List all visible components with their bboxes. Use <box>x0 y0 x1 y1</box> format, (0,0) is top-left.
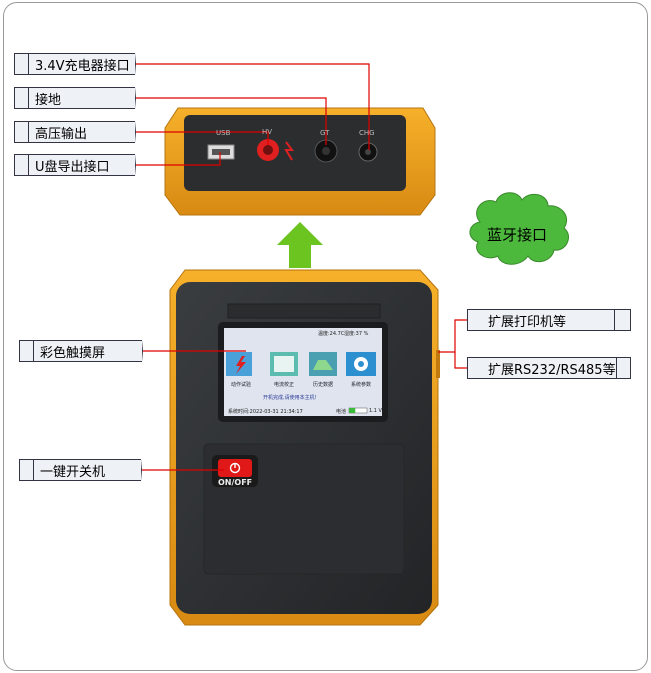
callout-label: 彩色触摸屏 <box>40 345 106 361</box>
callout-label: 高压输出 <box>35 126 88 142</box>
callout-touchscreen: 彩色触摸屏 <box>19 340 143 362</box>
screen-battery-label: 电池 <box>336 409 347 415</box>
port-label-hv: HV <box>262 128 273 136</box>
callout-power-switch: 一键开关机 <box>19 459 142 481</box>
screen-icon-label[interactable]: 电流校正 <box>273 382 294 388</box>
callout-label: U盘导出接口 <box>35 159 110 175</box>
screen-system-time: 系统时间:2022-03-31 21:34:17 <box>228 409 303 415</box>
bluetooth-cloud <box>469 192 569 265</box>
callout-label: 3.4V充电器接口 <box>35 58 130 74</box>
callout-usb-export: U盘导出接口 <box>14 154 136 176</box>
screen-battery-voltage: 1.1 V <box>369 408 382 414</box>
screen-icon-label[interactable]: 系统参数 <box>350 382 371 388</box>
up-arrow-icon <box>277 222 323 268</box>
callout-label: 一键开关机 <box>40 464 106 480</box>
callout-rs-ext: 扩展RS232/RS485等 <box>467 357 631 379</box>
port-label-chg: CHG <box>359 129 375 137</box>
callout-lines <box>136 63 467 471</box>
callout-hv-output: 高压输出 <box>14 121 136 143</box>
callout-label: 扩展打印机等 <box>488 314 567 330</box>
port-label-gnd: GT <box>320 129 330 137</box>
screen-temperature: 温度:24.7C <box>318 331 345 337</box>
callout-label: 接地 <box>35 92 62 108</box>
top-end-panel <box>164 107 436 216</box>
callout-label: 扩展RS232/RS485等 <box>488 362 616 378</box>
screen-humidity: 湿度:37 % <box>344 331 369 337</box>
callout-printer-ext: 扩展打印机等 <box>467 309 631 331</box>
callout-ground: 接地 <box>14 87 136 109</box>
screen-icon-label[interactable]: 动作试验 <box>230 382 251 388</box>
main-body <box>169 269 440 626</box>
bluetooth-label: 蓝牙接口 <box>487 226 548 244</box>
callout-charger: 3.4V充电器接口 <box>14 53 136 75</box>
screen-icon-label[interactable]: 历史数据 <box>312 382 333 388</box>
port-label-usb: USB <box>216 129 231 137</box>
screen-message: 开机完成,请使用本主机! <box>263 395 317 401</box>
power-switch-label[interactable]: ON/OFF <box>218 478 253 487</box>
